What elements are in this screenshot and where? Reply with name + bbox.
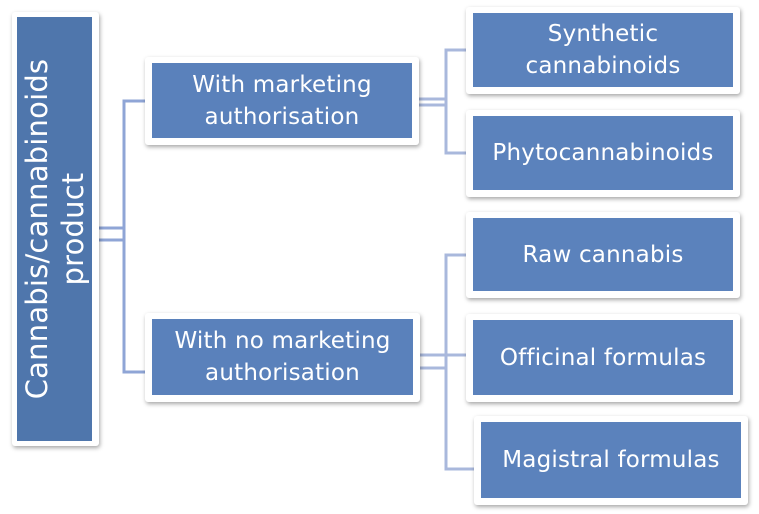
node-with-marketing-authorisation: With marketing authorisation bbox=[145, 57, 419, 145]
node-fill: Raw cannabis bbox=[473, 218, 733, 291]
node-synthetic-cannabinoids: Synthetic cannabinoids bbox=[466, 7, 740, 94]
node-officinal-formulas: Officinal formulas bbox=[466, 314, 740, 402]
node-fill: With marketing authorisation bbox=[152, 63, 412, 138]
connector-bracket-branch1 bbox=[444, 48, 473, 155]
node-label-line2: authorisation bbox=[204, 103, 360, 130]
node-label: Phytocannabinoids bbox=[492, 140, 714, 166]
node-label: Magistral formulas bbox=[502, 447, 720, 473]
node-fill: Synthetic cannabinoids bbox=[473, 13, 733, 87]
root-node-fill: Cannabis/cannabinoids product bbox=[17, 17, 92, 441]
root-label-line2: product bbox=[55, 172, 90, 286]
root-label-line1: Cannabis/cannabinoids bbox=[19, 58, 54, 400]
root-node: Cannabis/cannabinoids product bbox=[12, 12, 99, 446]
node-label-line1: With no marketing bbox=[174, 328, 391, 354]
node-fill: Magistral formulas bbox=[481, 422, 741, 498]
root-node-label: Cannabis/cannabinoids product bbox=[19, 17, 91, 441]
node-label-line1: With marketing bbox=[192, 71, 372, 98]
node-label-line2: cannabinoids bbox=[525, 53, 681, 79]
node-fill: With no marketing authorisation bbox=[152, 319, 413, 395]
node-magistral-formulas: Magistral formulas bbox=[474, 416, 748, 505]
node-fill: Officinal formulas bbox=[473, 320, 733, 395]
connector-bracket-branch2 bbox=[444, 253, 481, 471]
node-label-line2: authorisation bbox=[205, 360, 360, 386]
node-phytocannabinoids: Phytocannabinoids bbox=[466, 110, 740, 197]
node-label-line1: Synthetic bbox=[547, 21, 659, 47]
node-fill: Phytocannabinoids bbox=[473, 116, 733, 190]
node-label: Raw cannabis bbox=[522, 241, 684, 268]
node-label: Officinal formulas bbox=[499, 344, 707, 371]
node-raw-cannabis: Raw cannabis bbox=[466, 212, 740, 298]
node-with-no-marketing-authorisation: With no marketing authorisation bbox=[145, 313, 420, 402]
connector-bracket-level1 bbox=[122, 99, 152, 374]
